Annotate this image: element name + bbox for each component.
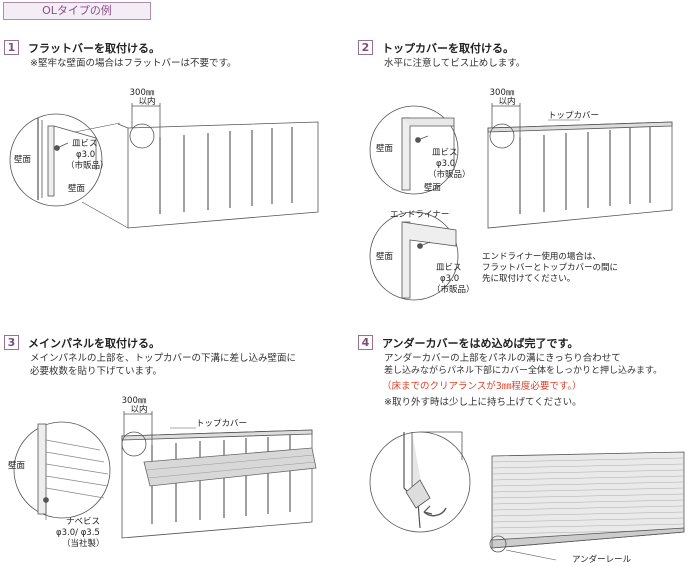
step-4-number: 4 [358, 335, 373, 350]
step-1-title: フラットバーを取付ける。 [28, 42, 160, 55]
step-3-dim-bottom: 以内 [130, 404, 147, 415]
step-3-screw-2: φ3.0/ φ3.5 [56, 528, 100, 538]
step-2-title: トップカバーを取付ける。 [382, 42, 514, 55]
step-2-wall-bottom: 壁面 [424, 182, 442, 193]
step-4-red-note: （床までのクリアランスが3㎜程度必要です。） [382, 381, 582, 392]
step-3-screw-1: ナベビス [66, 517, 100, 527]
step-4-under-rail: アンダーレール [572, 554, 632, 565]
step-2-end-liner: エンドライナー [390, 210, 449, 220]
step-3-screw-3: （当社製） [62, 538, 105, 549]
step-2-screw-1: 皿ビス [432, 148, 458, 158]
step-2-dim-bottom: 以内 [498, 96, 515, 107]
step-3-dim-top: 300㎜ [122, 396, 147, 406]
step-4-desc-2: ※取り外す時は少し上に持ち上げてください。 [384, 397, 582, 408]
step-3-number: 3 [4, 335, 19, 350]
step-1-screw-3: （市販品） [66, 160, 109, 171]
step-2-note-2: フラットバーとトップカバーの間に [482, 263, 618, 273]
step-1-dim-top: 300㎜ [130, 88, 155, 98]
step-2-wall-left: 壁面 [376, 143, 394, 154]
step-4-desc-line-2: 差し込みながらパネル下部にカバー全体をしっかりと押し込みます。 [384, 366, 663, 376]
step-2-screw2-1: 皿ビス [436, 263, 462, 273]
step-2-screw2-3: （市販品） [432, 284, 475, 295]
step-4-title: アンダーカバーをはめ込めば完了です。 [382, 337, 579, 350]
step-1-screw-1: 皿ビス [72, 139, 98, 149]
step-3-illustration [13, 411, 317, 539]
step-1-wall-left: 壁面 [14, 154, 32, 165]
step-1-number: 1 [4, 40, 19, 55]
step-3-desc-line-2: 必要枚数を貼り下げています。 [30, 366, 163, 377]
step-1-screw-2: φ3.0 [76, 150, 95, 160]
step-2-top-cover: トップカバー [548, 111, 599, 121]
step-1-dim-bottom: 以内 [138, 96, 155, 107]
step-4-illustration [369, 431, 685, 561]
step-2-screw-2: φ3.0 [436, 159, 455, 169]
step-1-illustration [9, 103, 319, 229]
step-3-top-cover: トップカバー [196, 419, 247, 429]
step-2-note-3: 先に取付けてください。 [482, 273, 575, 284]
step-2-note-1: エンドライナー使用の場合は、 [482, 251, 601, 262]
step-2-wall-left-2: 壁面 [376, 251, 394, 262]
step-2-desc: 水平に注意してビス止めします。 [384, 58, 526, 69]
step-3-title: メインパネルを取付ける。 [28, 337, 160, 350]
step-2-dim-top: 300㎜ [490, 88, 515, 98]
type-tab: OLタイプの例 [3, 2, 151, 20]
step-1-wall-bottom: 壁面 [68, 183, 86, 194]
step-1-desc: ※堅牢な壁面の場合はフラットバーは不要です。 [30, 58, 237, 69]
step-2-screw-3: （市販品） [428, 169, 471, 180]
step-2-number: 2 [358, 40, 373, 55]
step-4-desc-line-1: アンダーカバーの上部をパネルの溝にきっちり合わせて [384, 353, 621, 364]
step-3-wall-left: 壁面 [8, 460, 26, 471]
step-2-illustration [369, 103, 673, 301]
step-2-screw2-2: φ3.0 [440, 274, 459, 284]
step-3-desc-line-1: メインパネルの上部を、トップカバーの下溝に差し込み壁面に [30, 353, 297, 364]
